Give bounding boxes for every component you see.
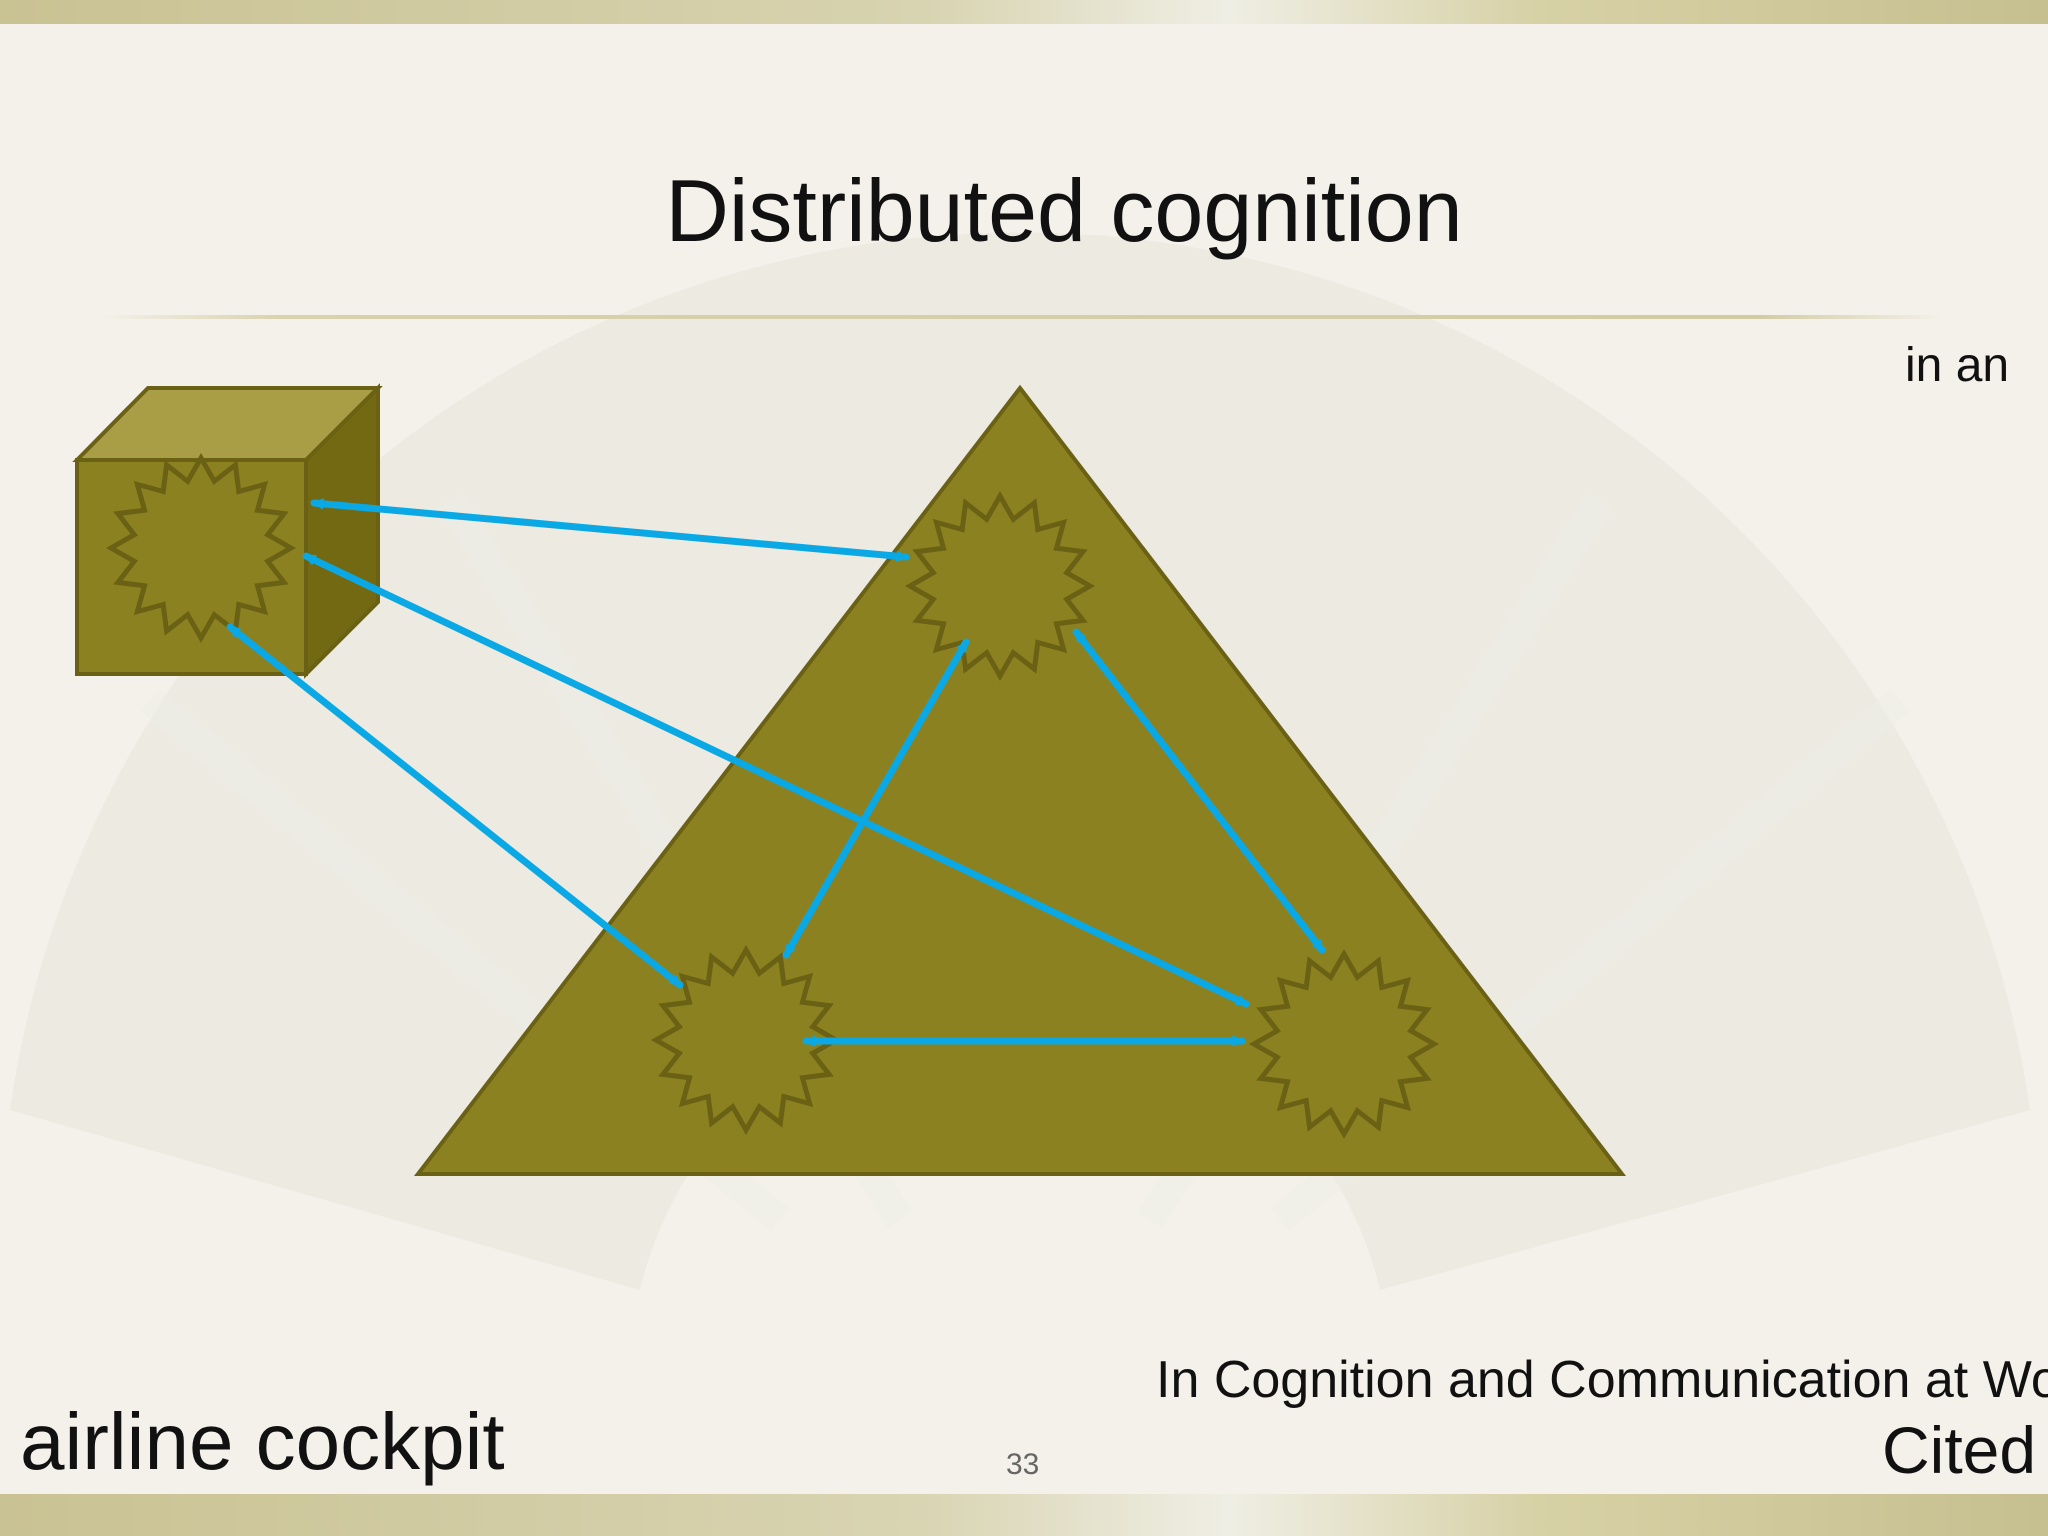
fragment-cited: Cited	[1882, 1413, 2037, 1487]
top-decorative-band	[0, 0, 2048, 24]
page-number: 33	[1006, 1448, 1040, 1481]
bottom-right-agent-starburst-icon	[1248, 948, 1440, 1140]
arrow-cube-agent-to-top-agent	[310, 503, 910, 557]
title-divider	[100, 315, 1945, 319]
citation-source: In Cognition and Communication at Wo	[1156, 1351, 2048, 1409]
arrow-cube-agent-to-bottom-left-agent	[226, 623, 684, 989]
team-triangle	[413, 384, 1627, 1176]
fragment-in-an: in an	[1905, 339, 2010, 392]
bottom-decorative-band	[0, 1494, 2048, 1536]
fragment-airline-cockpit: airline cockpit	[20, 1397, 505, 1486]
top-agent-starburst-icon	[904, 490, 1096, 682]
arrow-top-agent-to-bottom-left-agent	[782, 638, 970, 959]
arrow-top-agent-to-bottom-right-agent	[1072, 628, 1326, 954]
cube-agent-starburst-icon	[105, 452, 297, 644]
slide-title: Distributed cognition	[665, 161, 1463, 260]
